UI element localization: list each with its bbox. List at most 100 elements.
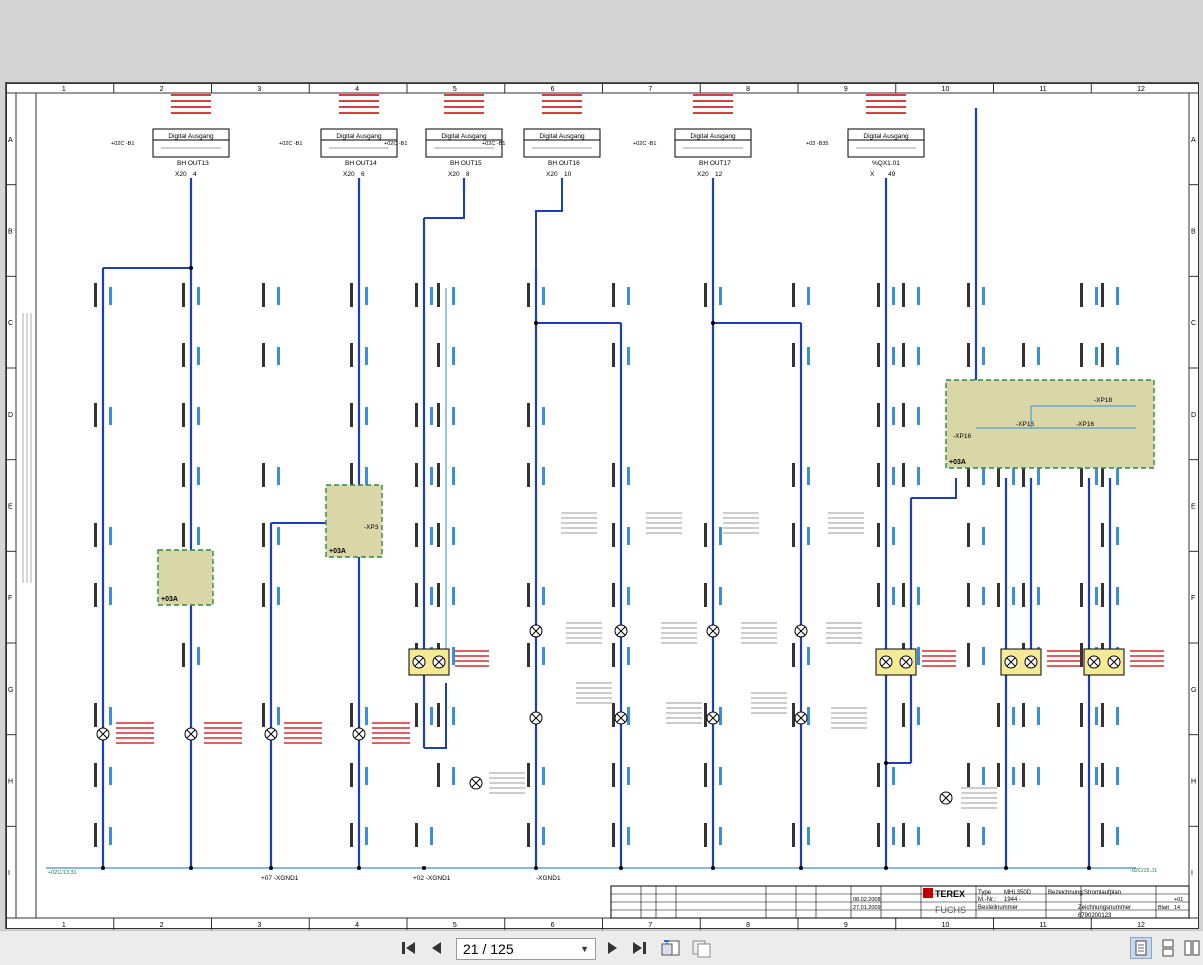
wire-marking	[997, 703, 1000, 727]
wire-marking	[967, 523, 970, 547]
output-module: Digital AusgangBH OUT14+02C -B1X206	[279, 129, 397, 178]
wire-marking-blue	[1116, 587, 1119, 605]
wire-marking-blue	[892, 827, 895, 845]
first-page-icon[interactable]	[398, 937, 420, 959]
wire-marking-blue	[917, 467, 920, 485]
wire-marking	[997, 763, 1000, 787]
wire-marking	[877, 763, 880, 787]
wire-marking-blue	[1037, 767, 1040, 785]
column-number: 1	[62, 86, 66, 93]
wire-marking	[1080, 703, 1083, 727]
wire-marking-blue	[109, 407, 112, 425]
continuous-view-icon[interactable]	[1157, 937, 1179, 959]
wire-marking	[792, 523, 795, 547]
wire-marking	[612, 643, 615, 667]
title-type-label: Type	[978, 890, 992, 896]
wire-marking-blue	[982, 827, 985, 845]
page-indicator: 21 / 125	[463, 941, 580, 957]
module-ref: +02C -B1	[633, 141, 656, 147]
column-number: 9	[844, 86, 848, 93]
wire-marking-blue	[1012, 467, 1015, 485]
next-page-icon[interactable]	[603, 937, 623, 959]
title-zeichnung-label: Zeichnungsnummer	[1078, 905, 1131, 911]
wire-marking	[94, 583, 97, 607]
wire-marking-blue	[542, 407, 545, 425]
column-number: 7	[648, 86, 652, 93]
wire-marking-blue	[917, 827, 920, 845]
wire-marking	[967, 343, 970, 367]
row-letter: A	[1191, 137, 1196, 144]
column-number: 3	[257, 86, 261, 93]
wire-marking-blue	[627, 467, 630, 485]
wire-marking-blue	[542, 767, 545, 785]
last-page-icon[interactable]	[628, 937, 650, 959]
page-ref-left: +02C/13.31	[48, 870, 77, 876]
ground-label: -XGND1	[536, 875, 561, 882]
wire-marking-blue	[807, 347, 810, 365]
rotate-icon[interactable]	[659, 937, 683, 959]
junction-dot	[711, 321, 715, 325]
junction-dot	[269, 866, 273, 870]
wire-marking	[527, 763, 530, 787]
wire-marking	[902, 583, 905, 607]
column-number: 12	[1137, 922, 1145, 929]
wire-marking	[877, 403, 880, 427]
wire-marking-blue	[452, 587, 455, 605]
column-number: 8	[746, 922, 750, 929]
wire-marking-blue	[452, 707, 455, 725]
wire-marking	[437, 523, 440, 547]
module-terminal: X20	[343, 171, 355, 178]
two-page-view-icon[interactable]	[1182, 937, 1202, 959]
wire-marking-blue	[1095, 767, 1098, 785]
row-letter: H	[1191, 779, 1196, 786]
wire-marking	[967, 823, 970, 847]
row-letter: E	[1191, 504, 1196, 511]
module-code: BH OUT13	[177, 160, 209, 167]
wire-marking	[94, 403, 97, 427]
prev-page-icon[interactable]	[426, 937, 446, 959]
column-number: 2	[160, 86, 164, 93]
column-number: 11	[1039, 922, 1046, 929]
junction-dot	[534, 321, 538, 325]
wire-marking	[704, 523, 707, 547]
module-title: Digital Ausgang	[168, 133, 214, 140]
copy-icon[interactable]	[689, 937, 713, 959]
wire-marking-blue	[982, 587, 985, 605]
page-select[interactable]: 21 / 125 ▼	[456, 938, 596, 960]
module-pin: 49	[888, 171, 896, 178]
wire-marking-blue	[627, 587, 630, 605]
wire-marking	[415, 583, 418, 607]
module-pin: 4	[193, 171, 197, 178]
wire-marking	[94, 763, 97, 787]
module-code: BH OUT16	[548, 160, 580, 167]
wire-marking-blue	[627, 827, 630, 845]
blue-wire	[424, 683, 446, 748]
wire-marking	[437, 283, 440, 307]
wire-marking	[415, 283, 418, 307]
wire-marking-blue	[430, 467, 433, 485]
wire-marking-blue	[719, 707, 722, 725]
column-number: 5	[453, 86, 457, 93]
wire-marking-blue	[277, 707, 280, 725]
column-number: 5	[453, 922, 457, 929]
wire-marking-blue	[277, 287, 280, 305]
wire-marking	[437, 403, 440, 427]
wire-marking-blue	[430, 407, 433, 425]
wire-marking-blue	[892, 287, 895, 305]
wire-marking-blue	[1037, 347, 1040, 365]
wire-marking-blue	[917, 287, 920, 305]
module-pin: 12	[715, 171, 723, 178]
wire-marking	[527, 463, 530, 487]
wire-marking-blue	[1095, 347, 1098, 365]
single-page-view-icon[interactable]	[1130, 937, 1152, 959]
wire-marking	[262, 283, 265, 307]
wire-marking-blue	[452, 767, 455, 785]
wire-marking-blue	[982, 767, 985, 785]
wire-marking-blue	[197, 647, 200, 665]
wire-marking	[182, 283, 185, 307]
module-terminal: X20	[697, 171, 709, 178]
output-module: Digital Ausgang%QX1.01+03 -B35X49	[806, 129, 924, 178]
title-sheet-label: Blatt	[1158, 905, 1169, 911]
wire-marking-blue	[452, 407, 455, 425]
row-letter: F	[8, 595, 12, 602]
